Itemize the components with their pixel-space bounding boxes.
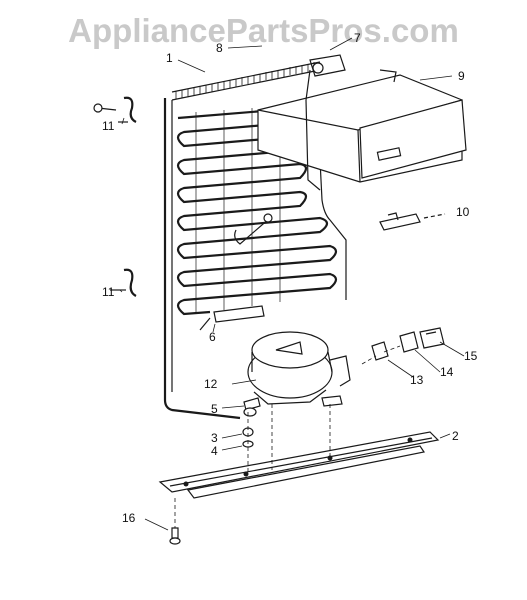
leader-lines [119,37,465,531]
callout-12: 12 [204,377,218,391]
overload-protector [399,331,419,353]
relay-cover [419,327,445,349]
mounting-bracket [379,212,446,231]
start-relay [371,341,389,361]
callout-11-upper: 11 [102,119,115,133]
filter-drier [199,305,265,331]
callout-13: 13 [410,373,424,387]
callout-1: 1 [166,51,173,65]
assembly-lines [174,345,401,528]
grommet [242,407,257,448]
capillary-fitting [312,62,324,74]
drier-fitting [263,213,273,223]
watermark: AppliancePartsPros.com [68,12,459,49]
tube-clip-lower [110,268,137,297]
callout-4: 4 [211,444,218,458]
callout-6: 6 [209,330,216,344]
mounting-screw [169,527,181,545]
tube-clip-upper [93,96,137,123]
compressor [243,331,351,411]
callout-15: 15 [464,349,478,363]
base-rail [158,431,440,499]
callout-10: 10 [456,205,470,219]
callout-14: 14 [440,365,454,379]
callout-5: 5 [211,402,218,416]
evaporator-box [257,54,467,191]
callout-3: 3 [211,431,218,445]
callout-11-lower: 11 [102,285,115,299]
callout-9: 9 [458,69,465,83]
callout-2: 2 [452,429,459,443]
callout-7: 7 [354,31,361,45]
callout-8: 8 [216,41,223,55]
callout-16: 16 [122,511,136,525]
